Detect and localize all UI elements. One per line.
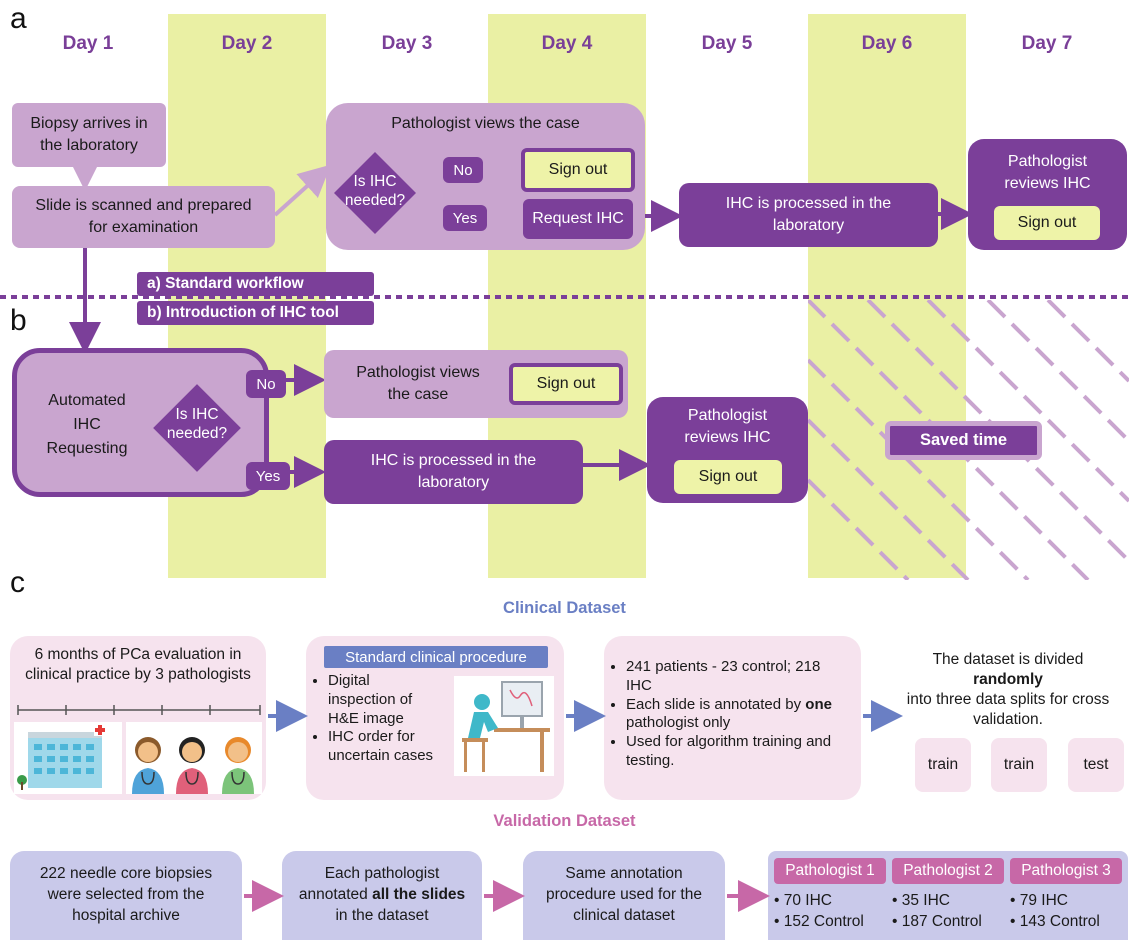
split-train-2: train	[991, 738, 1047, 792]
pathologists-table: Pathologist 1 Pathologist 2 Pathologist …	[768, 851, 1128, 940]
panel-label-a: a	[10, 2, 27, 35]
is-ihc-needed-label-a: Is IHC needed?	[344, 173, 406, 210]
day-5-label: Day 5	[701, 33, 753, 54]
stat-item: 241 patients - 23 control; 218 IHC	[626, 658, 844, 696]
patient-stats-box: 241 patients - 23 control; 218 IHC Each …	[604, 636, 861, 800]
sign-out-button-a2: Sign out	[994, 206, 1100, 240]
stat-item: Used for algorithm training and testing.	[626, 733, 844, 771]
yes-label-a: Yes	[443, 205, 487, 231]
pathologists-icon	[126, 722, 262, 794]
split-test: test	[1068, 738, 1124, 792]
no-label-a: No	[443, 157, 483, 183]
day-3-label: Day 3	[381, 33, 433, 54]
timeline-axis	[17, 705, 261, 715]
clinical-practice-text: 6 months of PCa evaluation in clinical p…	[25, 646, 251, 684]
panel-label-b: b	[10, 304, 27, 337]
pathologist-2-header: Pathologist 2	[892, 858, 1004, 884]
standard-procedure-title: Standard clinical procedure	[324, 646, 548, 668]
stat-item: Each slide is annotated by one pathologi…	[626, 696, 844, 734]
is-ihc-needed-label-b: Is IHC needed?	[166, 406, 228, 443]
each-pathologist-box: Each pathologist annotated all the slide…	[282, 851, 482, 940]
sign-out-button-b1: Sign out	[509, 363, 623, 405]
day-1-label: Day 1	[62, 33, 114, 54]
pathologist-reviews-ihc-label-b: Pathologist reviews IHC	[684, 407, 771, 446]
day-4-label: Day 4	[541, 33, 593, 54]
pathologist-views-case-title: Pathologist views the case	[391, 115, 580, 132]
day-7-label: Day 7	[1021, 33, 1073, 54]
automated-ihc-label: Automated IHC Requesting	[46, 392, 128, 457]
pathologist-1-counts: • 70 IHC • 152 Control	[774, 892, 864, 930]
is-ihc-needed-diamond-a: Is IHC needed?	[333, 151, 417, 235]
pathologist-views-case-label-b: Pathologist views the case	[356, 364, 480, 403]
ihc-processed-box-b: IHC is processed in the laboratory	[324, 440, 583, 504]
pathologist-2-counts: • 35 IHC • 187 Control	[892, 892, 982, 930]
sign-out-button-a1: Sign out	[521, 148, 635, 192]
pathologist-3-header: Pathologist 3	[1010, 858, 1122, 884]
legend-ihc-tool: b) Introduction of IHC tool	[137, 301, 374, 325]
day-6-label: Day 6	[861, 33, 913, 54]
procedure-item: IHC order for uncertain cases	[328, 728, 436, 766]
desk-worker-icon	[454, 676, 554, 776]
standard-procedure-box: Standard clinical procedure Digital insp…	[306, 636, 564, 800]
day-2-label: Day 2	[221, 33, 273, 54]
slide-scanned-box: Slide is scanned and prepared for examin…	[12, 186, 275, 248]
pathologist-3-counts: • 79 IHC • 143 Control	[1010, 892, 1100, 930]
yes-label-b: Yes	[246, 462, 290, 490]
sign-out-button-b2: Sign out	[674, 460, 782, 494]
pathologist-1-header: Pathologist 1	[774, 858, 886, 884]
ihc-processed-box-a: IHC is processed in the laboratory	[679, 183, 938, 247]
needle-biopsies-box: 222 needle core biopsies were selected f…	[10, 851, 242, 940]
patient-stats-list: 241 patients - 23 control; 218 IHC Each …	[604, 658, 844, 771]
pathologist-reviews-ihc-label-a: Pathologist reviews IHC	[1004, 153, 1091, 192]
standard-procedure-list: Digital inspection of H&E image IHC orde…	[306, 672, 436, 766]
biopsy-arrives-box: Biopsy arrives in the laboratory	[12, 103, 166, 167]
request-ihc-box: Request IHC	[523, 199, 633, 239]
validation-dataset-title: Validation Dataset	[493, 812, 636, 830]
split-train-1: train	[915, 738, 971, 792]
is-ihc-needed-diamond-b: Is IHC needed?	[152, 383, 242, 473]
clinical-practice-box: 6 months of PCa evaluation in clinical p…	[10, 636, 266, 800]
split-description: The dataset is divided randomly into thr…	[906, 651, 1110, 729]
clinical-dataset-title: Clinical Dataset	[503, 599, 626, 617]
saved-time-badge: Saved time	[885, 421, 1042, 460]
dataset-arrows	[244, 700, 903, 912]
saved-time-hatch	[808, 300, 1129, 580]
panel-label-c: c	[10, 566, 25, 599]
no-label-b: No	[246, 370, 286, 398]
same-annotation-box: Same annotation procedure used for the c…	[523, 851, 725, 940]
hospital-icon	[14, 722, 122, 794]
legend-standard-workflow: a) Standard workflow	[137, 272, 374, 296]
procedure-item: Digital inspection of H&E image	[328, 672, 436, 728]
